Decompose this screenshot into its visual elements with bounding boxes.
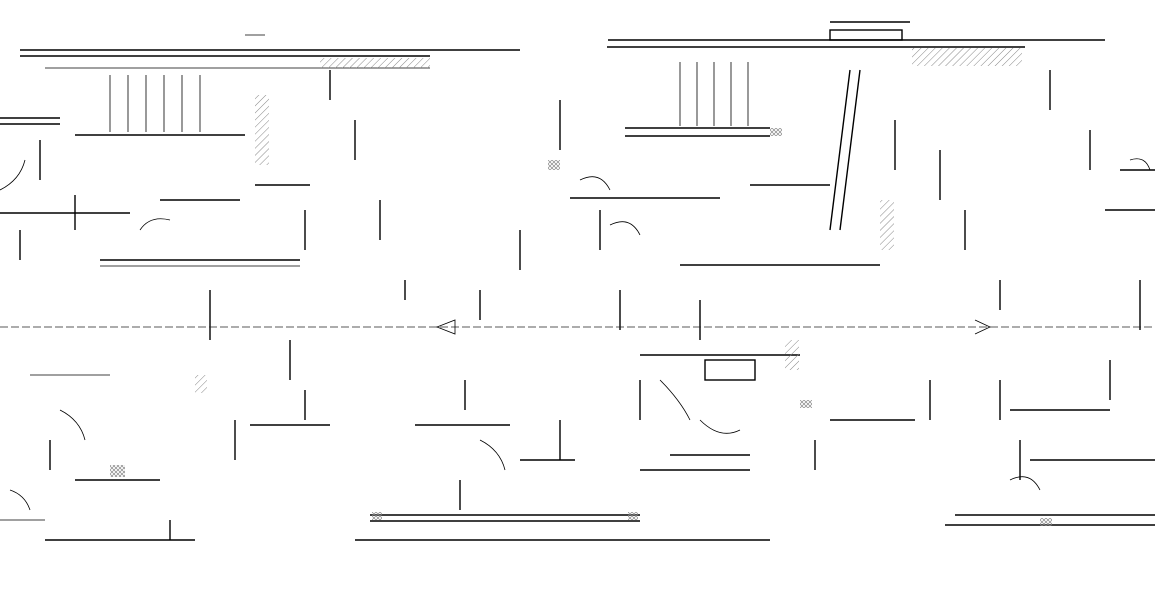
wall-ticks-center — [459, 70, 1091, 510]
plan-center — [355, 21, 1105, 541]
wall-ticks-left — [19, 70, 406, 540]
stair-treads-left — [109, 75, 201, 132]
plan-right — [945, 158, 1155, 526]
stair-treads-center — [679, 62, 749, 126]
section-line — [0, 319, 1155, 335]
plan-left — [0, 34, 520, 541]
